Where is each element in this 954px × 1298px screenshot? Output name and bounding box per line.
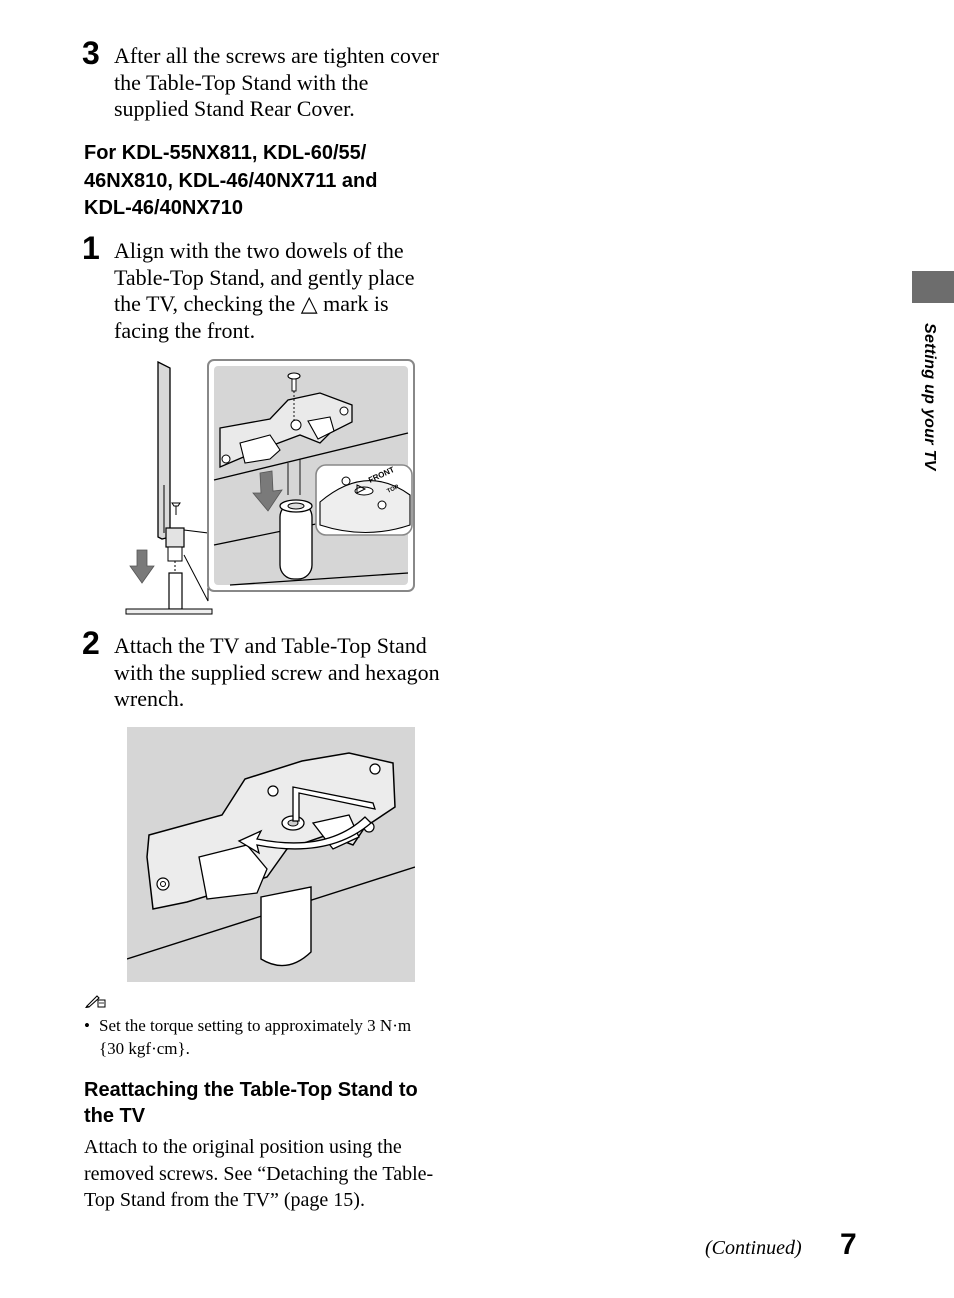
screw-icon [287,372,301,380]
figure-place-tv-illustration: FRONT TOP [125,359,415,615]
page-number: 7 [840,1228,857,1261]
hexagon-wrench-icon [292,786,376,822]
step-3-line: supplied Stand Rear Cover. [114,96,355,121]
step-3-text: After all the screws are tighten cover t… [114,43,464,123]
models-heading: For KDL-55NX811, KDL-60/55/ 46NX810, KDL… [84,140,464,223]
continued-label: (Continued) [705,1237,802,1259]
step-3-line: the Table-Top Stand with the [114,69,369,95]
note-text: Set the torque setting to approximately … [99,1014,469,1060]
reattach-heading: Reattaching the Table-Top Stand to the T… [84,1077,464,1129]
rotate-arrow-icon [237,816,372,855]
step-1-line: the TV, checking the △ mark is [114,291,389,316]
step-1-line: facing the front. [114,317,256,343]
models-heading-line: 46NX810, KDL-46/40NX711 and [84,169,378,192]
note-bullet: • [84,1016,90,1035]
step-3-number: 3 [82,35,100,71]
step-1-text: Align with the two dowels of the Table-T… [114,238,464,344]
step-2-text: Attach the TV and Table-Top Stand with t… [114,633,464,713]
stand-pole [260,886,312,967]
step-2-number: 2 [82,625,100,661]
note-pencil-icon [85,995,106,1008]
step-1-number: 1 [82,230,100,266]
reattach-body-line: removed screws. See “Detaching the Table… [84,1162,434,1185]
reattach-body-line: Attach to the original position using th… [84,1136,402,1158]
figure-hexagon-wrench-illustration [127,727,415,982]
down-arrow-icon [252,470,283,512]
note-line: {30 kgf·cm}. [99,1039,190,1058]
models-heading-line: KDL-46/40NX710 [84,197,243,219]
step-1-line: Align with the two dowels of the [114,238,404,263]
front-mark-triangle-icon [356,484,367,494]
step-3-line: After all the screws are tighten cover [114,43,439,68]
reattach-body: Attach to the original position using th… [84,1134,464,1214]
section-tab-marker [912,271,954,303]
note-line: Set the torque setting to approximately … [99,1016,412,1035]
step-2-line: Attach the TV and Table-Top Stand [114,633,427,658]
reattach-body-line: Top Stand from the TV” (page 15). [84,1189,365,1211]
reattach-heading-line: the TV [84,1105,146,1127]
step-1-line: Table-Top Stand, and gently place [114,264,415,290]
stand-pole [279,502,313,580]
reattach-heading-line: Reattaching the Table-Top Stand to [84,1079,418,1101]
step-2-line: wrench. [114,686,185,711]
down-arrow-icon [129,549,155,584]
step-2-line: with the supplied screw and hexagon [114,659,440,685]
models-heading-line: For KDL-55NX811, KDL-60/55/ [84,142,367,164]
section-side-label: Setting up your TV [921,323,938,471]
top-label: TOP [386,484,400,495]
